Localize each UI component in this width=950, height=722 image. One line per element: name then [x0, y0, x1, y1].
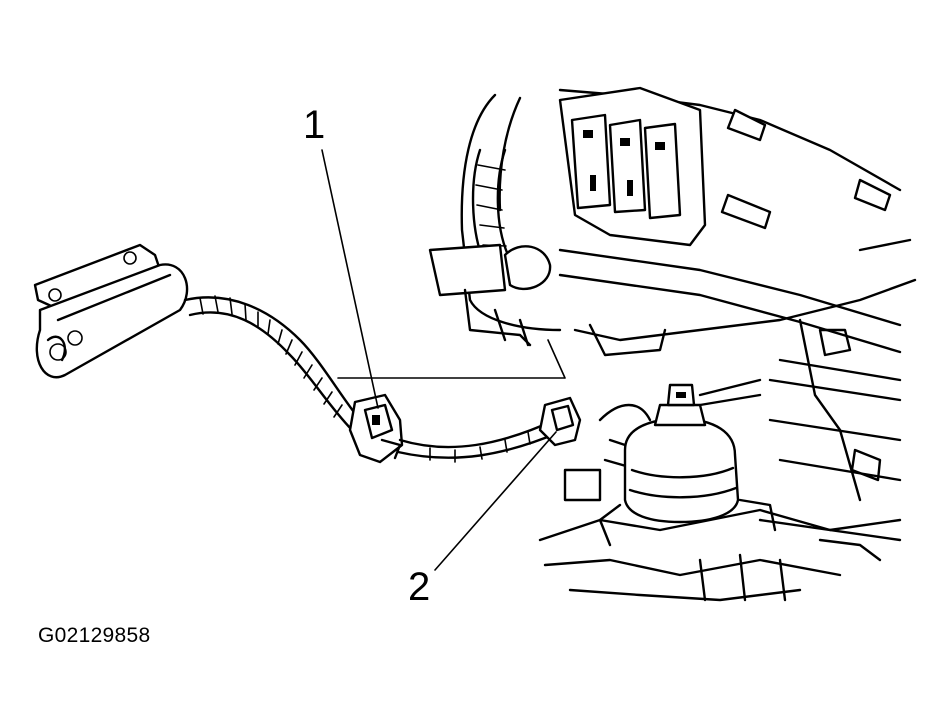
callout-2-label: 2 [408, 565, 430, 609]
vacuum-device-illustration [598, 378, 777, 547]
callout-1-label: 1 [303, 103, 325, 147]
engine-bay-background [428, 86, 917, 602]
reference-dashed-line [337, 339, 566, 379]
figure-id: G02129858 [38, 624, 151, 647]
component-module-with-harness [33, 243, 582, 464]
callout-2-leader-line [434, 431, 557, 571]
callout-1-leader-line [321, 149, 379, 409]
